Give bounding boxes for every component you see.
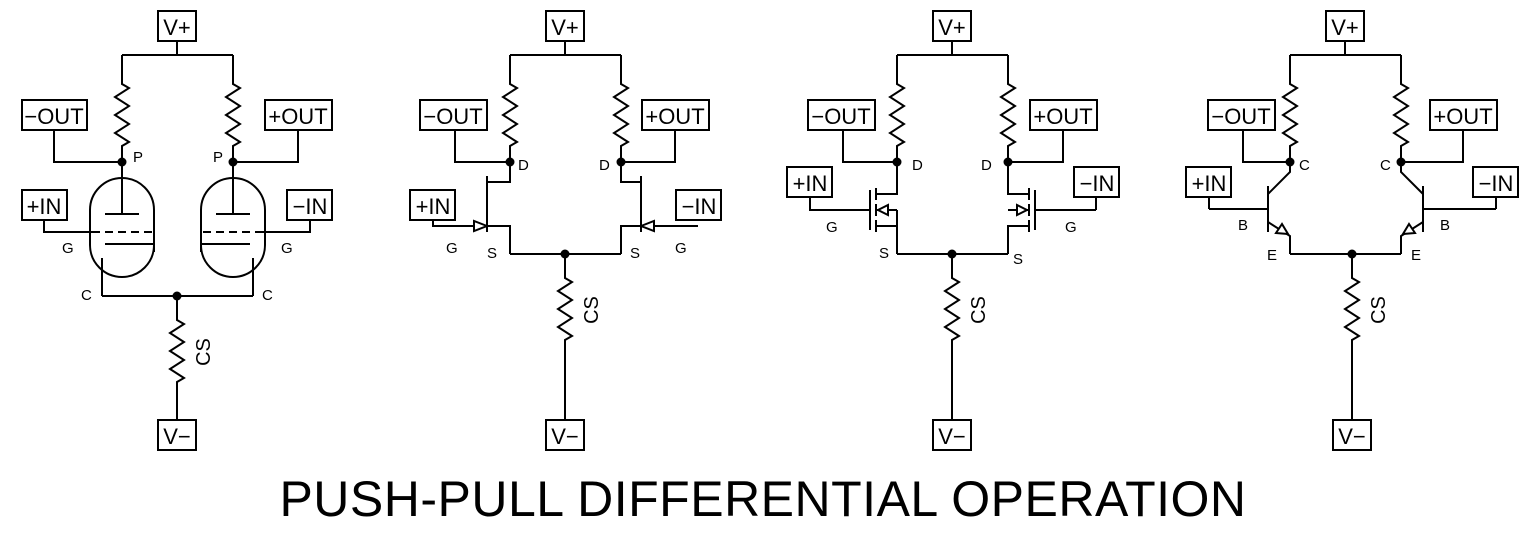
source-label-left: S (879, 245, 889, 262)
vplus-label: V+ (163, 15, 191, 40)
neg-in-label: −IN (1479, 171, 1514, 196)
collector-resistor-left (1282, 77, 1298, 151)
drain-resistor-left (889, 77, 905, 151)
source-label-left: S (487, 245, 497, 262)
vacuum-tube-right (200, 162, 266, 296)
drain-resistor-right (613, 77, 629, 151)
neg-out-label: −OUT (24, 104, 83, 129)
base-label-left: B (1238, 217, 1248, 234)
plate-label-right: P (213, 149, 223, 166)
drain-label-left: D (518, 157, 529, 174)
vacuum-tube-left (89, 162, 155, 296)
bjt-left (1209, 162, 1291, 254)
source-label-right: S (1013, 251, 1023, 268)
current-source-resistor (557, 271, 573, 345)
drain-label-right: D (981, 157, 992, 174)
current-source-resistor (1344, 271, 1360, 345)
mosfet-right (1007, 162, 1096, 254)
gate-label-left: G (446, 240, 458, 257)
pos-out-label: +OUT (1433, 104, 1492, 129)
drain-label-right: D (599, 157, 610, 174)
grid-label-left: G (62, 240, 74, 257)
circuit-jfet: V+ D D −OUT +OUT (409, 10, 722, 451)
cs-label: CS (968, 296, 990, 324)
current-source-resistor (944, 271, 960, 345)
drain-label-left: D (912, 157, 923, 174)
pos-in-label: +IN (27, 194, 62, 219)
plate-resistor-left (114, 77, 130, 151)
collector-resistor-right (1393, 77, 1409, 151)
pos-in-label: +IN (793, 171, 828, 196)
cs-label: CS (1368, 296, 1390, 324)
circuit-tube: V+ P P −OUT +OUT (21, 10, 333, 451)
emitter-label-right: E (1411, 247, 1421, 264)
drain-resistor-left (502, 77, 518, 151)
diagram-title: PUSH-PULL DIFFERENTIAL OPERATION (279, 471, 1247, 527)
vplus-label: V+ (1331, 15, 1359, 40)
neg-out-label: −OUT (811, 104, 870, 129)
collector-label-left: C (1299, 157, 1310, 174)
gate-label-left: G (826, 219, 838, 236)
pos-in-label: +IN (416, 194, 451, 219)
neg-out-label: −OUT (423, 104, 482, 129)
gate-label-right: G (675, 240, 687, 257)
pos-in-label: +IN (1192, 171, 1227, 196)
cathode-label-right: C (262, 287, 273, 304)
vplus-label: V+ (551, 15, 579, 40)
pos-out-label: +OUT (1033, 104, 1092, 129)
circuit-mosfet: V+ D D −OUT +OUT (786, 10, 1120, 451)
plate-label-left: P (133, 149, 143, 166)
jfet-left (445, 162, 511, 254)
bjt-right (1400, 162, 1496, 254)
current-source-resistor (169, 313, 185, 387)
cs-label: CS (193, 338, 215, 366)
vminus-label: V− (551, 424, 579, 449)
plate-resistor-right (225, 77, 241, 151)
circuit-bjt: V+ C C −OUT +OUT (1185, 10, 1519, 451)
jfet-right (620, 162, 698, 254)
cs-label: CS (581, 296, 603, 324)
drain-resistor-right (1000, 77, 1016, 151)
vminus-label: V− (938, 424, 966, 449)
gate-label-right: G (1065, 219, 1077, 236)
vminus-label: V− (1338, 424, 1366, 449)
neg-in-label: −IN (1080, 171, 1115, 196)
vplus-label: V+ (938, 15, 966, 40)
neg-in-label: −IN (682, 194, 717, 219)
vminus-label: V− (163, 424, 191, 449)
emitter-label-left: E (1267, 247, 1277, 264)
neg-out-label: −OUT (1211, 104, 1270, 129)
source-label-right: S (630, 245, 640, 262)
pos-out-label: +OUT (645, 104, 704, 129)
base-label-right: B (1440, 217, 1450, 234)
mosfet-left (829, 162, 898, 254)
pos-out-label: +OUT (268, 104, 327, 129)
grid-label-right: G (281, 240, 293, 257)
neg-in-label: −IN (293, 194, 328, 219)
cathode-label-left: C (81, 287, 92, 304)
collector-label-right: C (1380, 157, 1391, 174)
